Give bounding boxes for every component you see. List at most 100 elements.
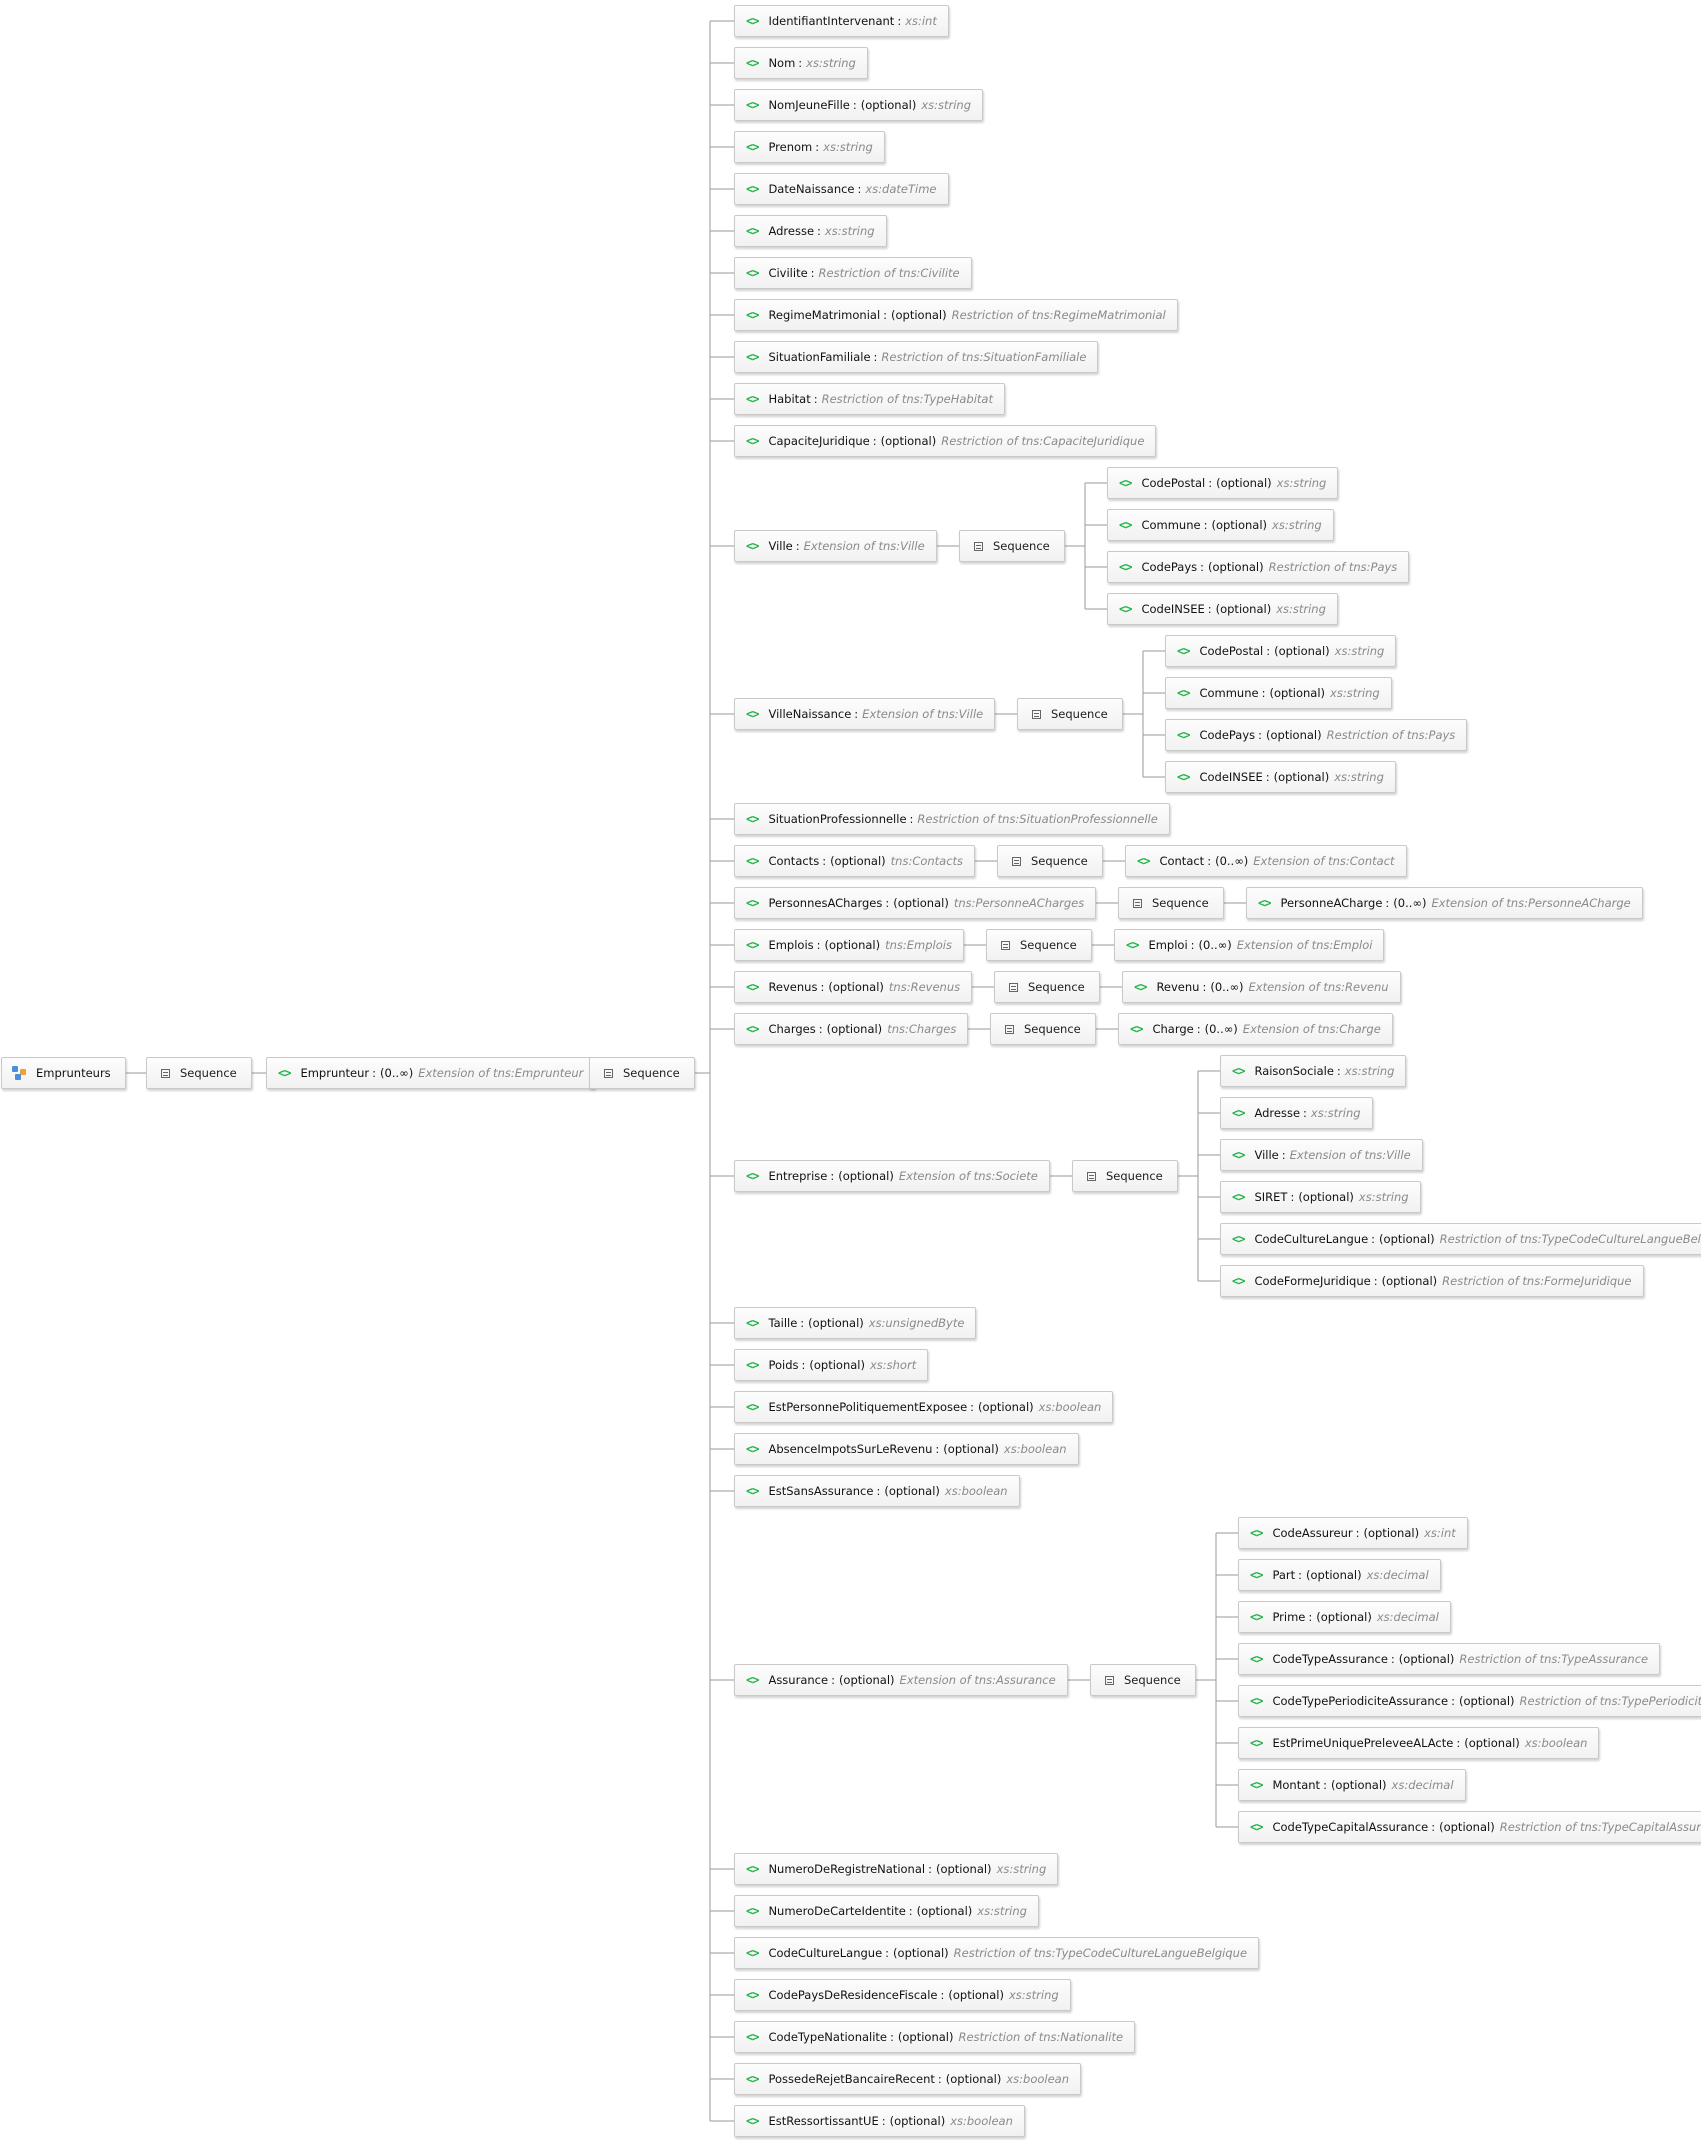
element-icon: <>: [1130, 1022, 1143, 1036]
schema-element-node[interactable]: <>NomJeuneFille:(optional)xs:string: [734, 89, 984, 121]
schema-element-node[interactable]: <>Nom:xs:string: [734, 47, 868, 79]
schema-element-node[interactable]: <>NumeroDeRegistreNational:(optional)xs:…: [734, 1853, 1059, 1885]
schema-element-node[interactable]: <>Prenom:xs:string: [734, 131, 885, 163]
sequence-node[interactable]: Sequence: [146, 1057, 252, 1089]
sequence-node[interactable]: Sequence: [1072, 1160, 1178, 1192]
schema-element-node[interactable]: <>Part:(optional)xs:decimal: [1238, 1559, 1441, 1591]
schema-element-node[interactable]: <>Charges:(optional)tns:Charges: [734, 1013, 969, 1045]
schema-element-node[interactable]: <>EstRessortissantUE:(optional)xs:boolea…: [734, 2105, 1025, 2137]
element-name: CodePays: [1199, 728, 1256, 742]
schema-element-node[interactable]: <>CodeCultureLangue:(optional)Restrictio…: [1220, 1223, 1701, 1255]
schema-element-node[interactable]: <>CodeINSEE:(optional)xs:string: [1107, 593, 1338, 625]
schema-element-node[interactable]: <>CodePays:(optional)Restriction of tns:…: [1165, 719, 1468, 751]
schema-element-node[interactable]: <>CodeAssureur:(optional)xs:int: [1238, 1517, 1468, 1549]
schema-element-node[interactable]: <>SituationProfessionnelle:Restriction o…: [734, 803, 1170, 835]
schema-element-node[interactable]: <>Commune:(optional)xs:string: [1107, 509, 1334, 541]
schema-element-node[interactable]: <>Ville:Extension of tns:Ville: [734, 530, 937, 562]
schema-element-node[interactable]: <>NumeroDeCarteIdentite:(optional)xs:str…: [734, 1895, 1039, 1927]
element-type: Extension of tns:PersonneACharge: [1431, 896, 1631, 910]
schema-element-node[interactable]: <>Contact:(0..∞)Extension of tns:Contact: [1125, 845, 1407, 877]
name-separator: :: [1207, 854, 1212, 868]
schema-element-node[interactable]: <>SIRET:(optional)xs:string: [1220, 1181, 1421, 1213]
sequence-icon: [1009, 982, 1018, 992]
sequence-node[interactable]: Sequence: [1017, 698, 1123, 730]
schema-element-node[interactable]: <>CapaciteJuridique:(optional)Restrictio…: [734, 425, 1157, 457]
element-occurrence: (optional): [1458, 1694, 1515, 1708]
element-type: Restriction of tns:TypeCodeCultureLangue…: [953, 1946, 1248, 1960]
element-name: CodeCultureLangue: [768, 1946, 883, 1960]
schema-element-node[interactable]: <>EstSansAssurance:(optional)xs:boolean: [734, 1475, 1020, 1507]
schema-element-node[interactable]: <>Taille:(optional)xs:unsignedByte: [734, 1307, 977, 1339]
schema-element-node[interactable]: <>Emplois:(optional)tns:Emplois: [734, 929, 964, 961]
schema-element-node[interactable]: <>Adresse:xs:string: [734, 215, 887, 247]
sequence-node[interactable]: Sequence: [1090, 1664, 1196, 1696]
sequence-node[interactable]: Sequence: [1118, 887, 1224, 919]
schema-element-node[interactable]: <>DateNaissance:xs:dateTime: [734, 173, 949, 205]
name-separator: :: [1203, 518, 1208, 532]
schema-element-node[interactable]: <>EstPersonnePolitiquementExposee:(optio…: [734, 1391, 1114, 1423]
element-type: xs:boolean: [1006, 2072, 1069, 2086]
schema-element-node[interactable]: <>CodeTypeAssurance:(optional)Restrictio…: [1238, 1643, 1661, 1675]
element-icon: <>: [1119, 560, 1132, 574]
schema-element-node[interactable]: <>CodePostal:(optional)xs:string: [1165, 635, 1397, 667]
schema-element-node[interactable]: <>Revenus:(optional)tns:Revenus: [734, 971, 973, 1003]
schema-element-node[interactable]: <>Entreprise:(optional)Extension of tns:…: [734, 1160, 1050, 1192]
sequence-node[interactable]: Sequence: [959, 530, 1065, 562]
element-type: Restriction of tns:SituationProfessionne…: [917, 812, 1158, 826]
schema-element-node[interactable]: <>SituationFamiliale:Restriction of tns:…: [734, 341, 1099, 373]
schema-element-node[interactable]: <>Contacts:(optional)tns:Contacts: [734, 845, 976, 877]
schema-element-node[interactable]: <>RegimeMatrimonial:(optional)Restrictio…: [734, 299, 1178, 331]
element-type: tns:Emplois: [885, 938, 952, 952]
element-type: xs:string: [806, 56, 856, 70]
schema-element-node[interactable]: <>CodeINSEE:(optional)xs:string: [1165, 761, 1396, 793]
sequence-node[interactable]: Sequence: [589, 1057, 695, 1089]
schema-element-node[interactable]: <>CodeFormeJuridique:(optional)Restricti…: [1220, 1265, 1644, 1297]
name-separator: :: [1303, 1106, 1307, 1120]
schema-element-node[interactable]: <>Emploi:(0..∞)Extension of tns:Emploi: [1114, 929, 1385, 961]
sequence-label: Sequence: [993, 539, 1050, 553]
schema-element-node[interactable]: <>EstPrimeUniquePreleveeALActe:(optional…: [1238, 1727, 1600, 1759]
element-name: CodePostal: [1141, 476, 1206, 490]
schema-element-node[interactable]: <>AbsenceImpotsSurLeRevenu:(optional)xs:…: [734, 1433, 1079, 1465]
sequence-node[interactable]: Sequence: [997, 845, 1103, 877]
root-element-node[interactable]: Emprunteurs: [1, 1057, 126, 1089]
schema-element-node[interactable]: <>PersonneACharge:(0..∞)Extension of tns…: [1246, 887, 1643, 919]
element-type: Restriction of tns:TypeCapitalAssurance: [1499, 1820, 1701, 1834]
schema-element-node[interactable]: <>CodePostal:(optional)xs:string: [1107, 467, 1339, 499]
element-type: Extension of tns:Ville: [1289, 1148, 1411, 1162]
schema-element-node[interactable]: <>Commune:(optional)xs:string: [1165, 677, 1392, 709]
schema-element-node[interactable]: <>Assurance:(optional)Extension of tns:A…: [734, 1664, 1068, 1696]
name-separator: :: [830, 1169, 835, 1183]
schema-element-node[interactable]: <>CodeTypePeriodiciteAssurance:(optional…: [1238, 1685, 1701, 1717]
schema-element-node[interactable]: <>CodeCultureLangue:(optional)Restrictio…: [734, 1937, 1260, 1969]
schema-element-node[interactable]: <>Ville:Extension of tns:Ville: [1220, 1139, 1423, 1171]
schema-element-node[interactable]: <>Prime:(optional)xs:decimal: [1238, 1601, 1451, 1633]
schema-element-node[interactable]: <>Adresse:xs:string: [1220, 1097, 1373, 1129]
sequence-node[interactable]: Sequence: [994, 971, 1100, 1003]
sequence-icon: [161, 1068, 170, 1078]
name-separator: :: [1281, 1148, 1286, 1162]
schema-element-node[interactable]: <>Montant:(optional)xs:decimal: [1238, 1769, 1466, 1801]
schema-element-node[interactable]: <>CodePays:(optional)Restriction of tns:…: [1107, 551, 1410, 583]
element-type: xs:int: [1424, 1526, 1456, 1540]
element-name: SIRET: [1254, 1190, 1288, 1204]
schema-element-node[interactable]: <>PersonnesACharges:(optional)tns:Person…: [734, 887, 1097, 919]
element-icon: <>: [1177, 770, 1190, 784]
schema-element-node[interactable]: <>Poids:(optional)xs:short: [734, 1349, 929, 1381]
schema-element-node[interactable]: <>Revenu:(0..∞)Extension of tns:Revenu: [1122, 971, 1401, 1003]
schema-element-node[interactable]: <>CodePaysDeResidenceFiscale:(optional)x…: [734, 1979, 1071, 2011]
sequence-icon: [1012, 856, 1021, 866]
schema-element-node[interactable]: <>VilleNaissance:Extension of tns:Ville: [734, 698, 996, 730]
schema-element-node[interactable]: <>RaisonSociale:xs:string: [1220, 1055, 1407, 1087]
schema-element-node[interactable]: <>Habitat:Restriction of tns:TypeHabitat: [734, 383, 1005, 415]
schema-element-node[interactable]: <>Charge:(0..∞)Extension of tns:Charge: [1118, 1013, 1393, 1045]
sequence-node[interactable]: Sequence: [990, 1013, 1096, 1045]
schema-element-node[interactable]: <>Civilite:Restriction of tns:Civilite: [734, 257, 972, 289]
schema-element-node[interactable]: <>CodeTypeNationalite:(optional)Restrict…: [734, 2021, 1136, 2053]
element-icon: <>: [1232, 1148, 1245, 1162]
sequence-node[interactable]: Sequence: [986, 929, 1092, 961]
emprunteur-node[interactable]: <>Emprunteur:(0..∞)Extension of tns:Empr…: [266, 1057, 596, 1089]
schema-element-node[interactable]: <>CodeTypeCapitalAssurance:(optional)Res…: [1238, 1811, 1701, 1843]
schema-element-node[interactable]: <>IdentifiantIntervenant:xs:int: [734, 5, 949, 37]
schema-element-node[interactable]: <>PossedeRejetBancaireRecent:(optional)x…: [734, 2063, 1081, 2095]
